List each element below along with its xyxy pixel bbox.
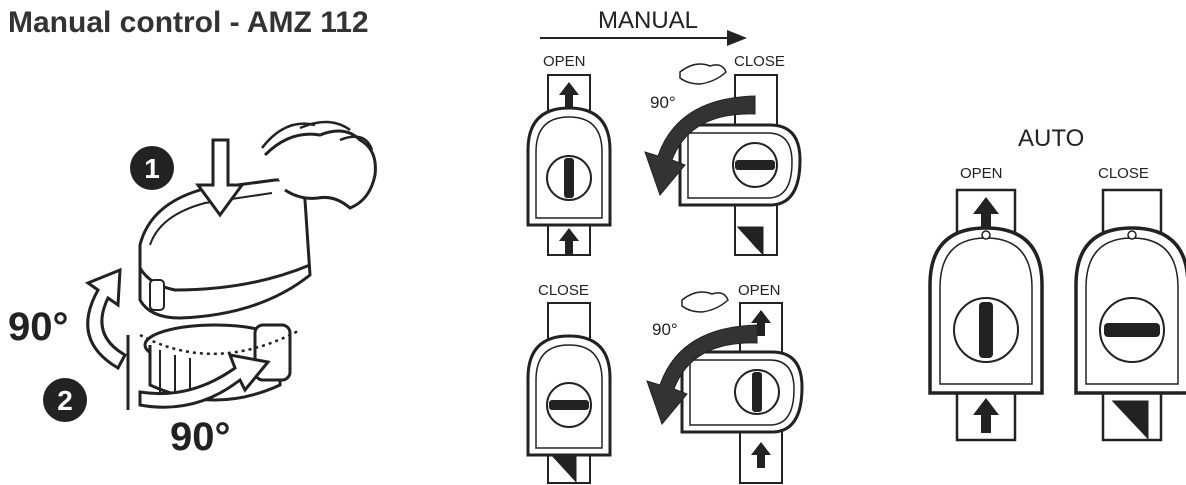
manual-bottom-right-label: OPEN bbox=[738, 282, 781, 299]
manual-top-left-label: OPEN bbox=[543, 53, 586, 70]
manual-bottom-right-unit bbox=[680, 302, 804, 484]
up-arrow-icon bbox=[751, 442, 771, 468]
knob-open-icon bbox=[752, 372, 762, 412]
hand-press-icon bbox=[261, 120, 377, 210]
up-arrow-icon bbox=[973, 197, 999, 228]
up-arrow-icon bbox=[559, 82, 579, 108]
page-title: Manual control - AMZ 112 bbox=[8, 6, 369, 39]
auto-left-label: OPEN bbox=[960, 165, 1003, 182]
step-1-badge: 1 bbox=[130, 146, 174, 190]
up-arrow-icon bbox=[973, 398, 999, 433]
manual-top-left-unit bbox=[526, 74, 612, 256]
manual-header: MANUAL bbox=[598, 7, 698, 34]
rotate-arrow-manual-bottom bbox=[646, 324, 758, 425]
actuator-housing bbox=[138, 178, 312, 320]
auto-left-unit bbox=[928, 188, 1044, 442]
auto-section: AUTO OPEN CLOSE bbox=[928, 125, 1186, 442]
manual-bottom-left-unit bbox=[526, 302, 612, 484]
knob-closed-icon bbox=[549, 400, 589, 410]
auto-right-unit bbox=[1074, 188, 1186, 442]
actuator-figure: 1 2 90° 90° bbox=[8, 120, 377, 459]
manual-top-right-label: CLOSE bbox=[734, 53, 785, 70]
knob-closed-icon bbox=[735, 160, 775, 170]
manual-bottom-left-label: CLOSE bbox=[538, 282, 589, 299]
angle-label-left: 90° bbox=[8, 305, 69, 349]
step-1-number: 1 bbox=[144, 153, 160, 184]
rotate-arrow-left bbox=[84, 267, 130, 410]
valve-body bbox=[139, 323, 301, 405]
hand-icon bbox=[681, 291, 729, 313]
angle-label-bottom: 90° bbox=[170, 415, 231, 459]
manual-section: MANUAL OPEN CLOSE 90° bbox=[526, 7, 804, 484]
knob-open-icon bbox=[979, 302, 993, 358]
auto-right-label: CLOSE bbox=[1098, 165, 1149, 182]
knob-closed-icon bbox=[1104, 323, 1160, 337]
auto-header: AUTO bbox=[1018, 125, 1084, 152]
up-arrow-icon bbox=[751, 310, 771, 336]
step-2-badge: 2 bbox=[43, 378, 87, 422]
press-down-arrow bbox=[195, 138, 245, 218]
rotate-arrow-manual-top bbox=[644, 95, 756, 196]
up-arrow-icon bbox=[559, 228, 579, 254]
rotate-arrow-bottom bbox=[138, 353, 271, 409]
diagonal-arrow-icon bbox=[736, 226, 764, 256]
hand-icon bbox=[679, 63, 727, 85]
step-2-number: 2 bbox=[57, 385, 73, 416]
manual-bottom-angle: 90° bbox=[652, 320, 678, 339]
diagonal-arrow-icon bbox=[1111, 400, 1149, 440]
manual-top-angle: 90° bbox=[650, 93, 676, 112]
knob-open-icon bbox=[564, 158, 574, 198]
